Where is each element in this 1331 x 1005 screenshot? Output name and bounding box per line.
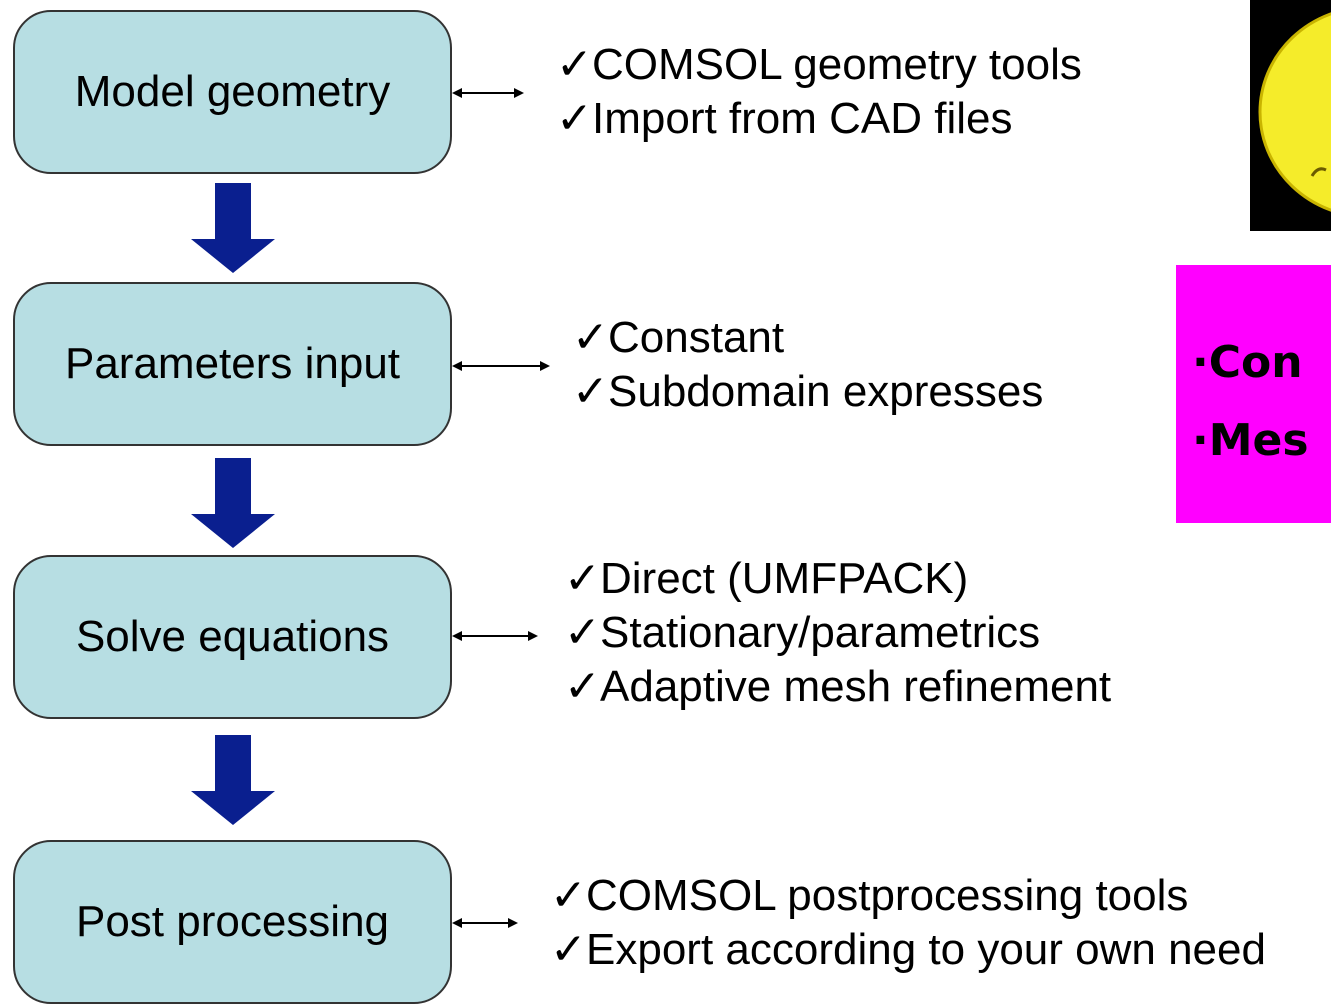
step-label: Solve equations: [75, 612, 390, 661]
step-box-model-geometry: Model geometry: [13, 10, 452, 174]
step-box-parameters-input: Parameters input: [13, 282, 452, 446]
detail-item: ✓Stationary/parametrics: [564, 606, 1111, 660]
detail-list-parameters: ✓Constant ✓Subdomain expresses: [572, 311, 1043, 419]
double-arrow-icon: [452, 361, 550, 371]
note-line: ·Mes: [1192, 415, 1309, 466]
smiley-logo-image: [1250, 0, 1331, 231]
step-label: Model geometry: [74, 67, 391, 116]
check-icon: ✓: [564, 608, 601, 657]
check-icon: ✓: [564, 662, 601, 711]
step-label: Post processing: [75, 897, 390, 946]
step-box-post-processing: Post processing: [13, 840, 452, 1004]
check-icon: ✓: [556, 94, 593, 143]
check-icon: ✓: [564, 554, 601, 603]
double-arrow-icon: [452, 88, 524, 98]
down-arrow-icon: [191, 183, 275, 273]
detail-item: ✓COMSOL postprocessing tools: [550, 869, 1266, 923]
detail-item: ✓Adaptive mesh refinement: [564, 660, 1111, 714]
detail-item: ✓Subdomain expresses: [572, 365, 1043, 419]
detail-list-solve: ✓Direct (UMFPACK) ✓Stationary/parametric…: [564, 552, 1111, 714]
note-line: ·Con: [1192, 337, 1303, 388]
check-icon: ✓: [572, 367, 609, 416]
check-icon: ✓: [550, 871, 587, 920]
detail-item: ✓Export according to your own need: [550, 923, 1266, 977]
detail-list-geometry: ✓COMSOL geometry tools ✓Import from CAD …: [556, 38, 1082, 146]
check-icon: ✓: [550, 925, 587, 974]
down-arrow-icon: [191, 735, 275, 825]
detail-item: ✓Import from CAD files: [556, 92, 1082, 146]
check-icon: ✓: [556, 40, 593, 89]
detail-item: ✓Constant: [572, 311, 1043, 365]
double-arrow-icon: [452, 918, 518, 928]
down-arrow-icon: [191, 458, 275, 548]
double-arrow-icon: [452, 631, 538, 641]
step-box-solve-equations: Solve equations: [13, 555, 452, 719]
magenta-note-box: ·Con ·Mes: [1176, 265, 1331, 523]
check-icon: ✓: [572, 313, 609, 362]
detail-list-post: ✓COMSOL postprocessing tools ✓Export acc…: [550, 869, 1266, 977]
detail-item: ✓Direct (UMFPACK): [564, 552, 1111, 606]
smiley-face-icon: [1258, 12, 1331, 212]
step-label: Parameters input: [64, 339, 401, 388]
detail-item: ✓COMSOL geometry tools: [556, 38, 1082, 92]
